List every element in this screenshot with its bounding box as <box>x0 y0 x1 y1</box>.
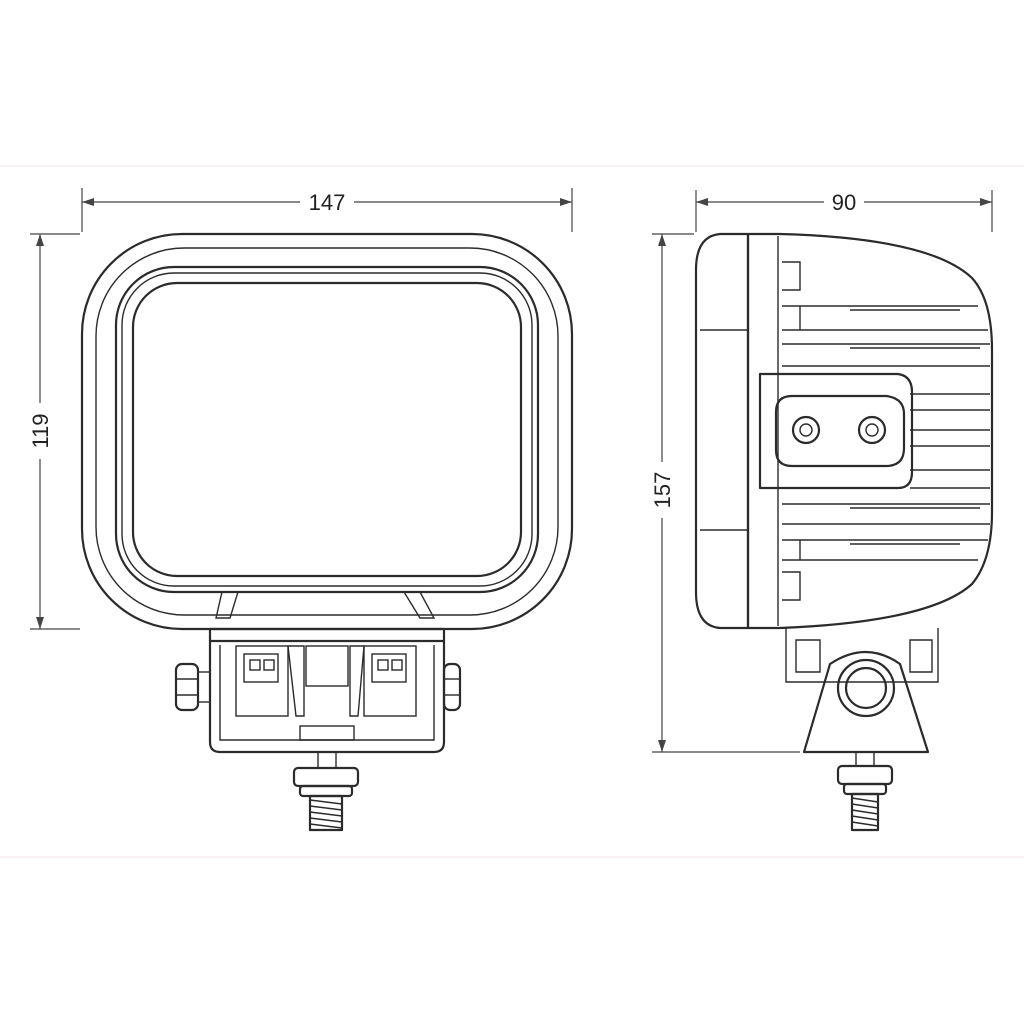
front-bottom-bolt <box>292 751 360 832</box>
side-mount-plate <box>758 372 914 490</box>
front-height-label: 119 <box>28 413 53 448</box>
side-bolt-hole-left <box>791 415 821 445</box>
side-depth-dimension: 90 <box>695 188 993 232</box>
side-height-dimension: 157 <box>650 233 800 753</box>
side-pivot-inner <box>844 666 888 710</box>
side-view <box>694 232 994 832</box>
front-left-nut <box>174 662 211 712</box>
front-bezel-inner <box>121 272 533 587</box>
front-base-slot-left <box>215 591 239 619</box>
front-base-slot-right <box>402 591 436 619</box>
front-width-label: 147 <box>309 190 346 215</box>
front-lens <box>131 281 523 578</box>
side-bolt-hole-right <box>857 415 887 445</box>
front-housing-rim <box>95 247 559 616</box>
front-bezel-outer <box>114 265 540 594</box>
side-bracket <box>785 628 939 754</box>
front-right-nut <box>442 662 462 712</box>
side-body <box>746 232 994 630</box>
front-bracket <box>208 627 446 754</box>
front-height-dimension: 119 <box>28 233 80 630</box>
side-depth-label: 90 <box>832 190 856 215</box>
side-pivot-outer <box>836 658 896 718</box>
front-view <box>80 232 574 832</box>
side-height-label: 157 <box>650 472 675 509</box>
side-bottom-bolt <box>836 751 894 832</box>
side-bezel <box>694 232 750 630</box>
front-width-dimension: 147 <box>81 188 573 232</box>
side-cooling-fins <box>782 261 990 601</box>
